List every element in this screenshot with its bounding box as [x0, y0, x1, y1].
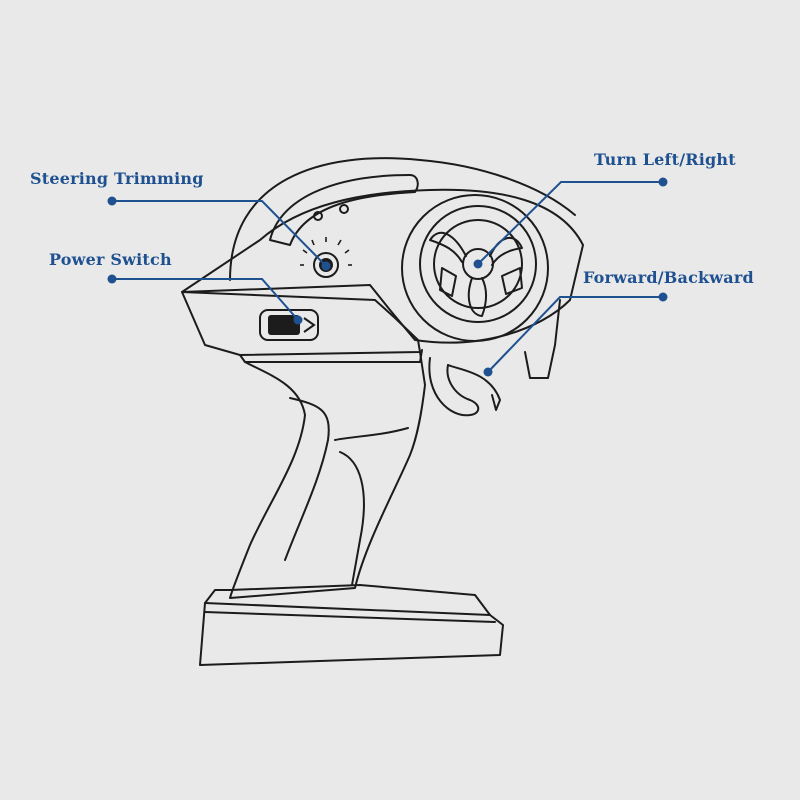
callout-line-power	[112, 278, 299, 321]
callout-dot-turn-end	[473, 259, 483, 269]
indicator-light-2	[339, 204, 349, 214]
controller-base-line	[204, 611, 496, 623]
controller-front-face	[181, 291, 421, 356]
grip-contour	[334, 427, 409, 441]
steering-wheel-outer	[401, 194, 549, 342]
callout-dot-turn-start	[658, 177, 668, 187]
label-steering-trimming: Steering Trimming	[30, 169, 204, 188]
steering-wheel-rim	[419, 205, 537, 323]
steering-vent-left	[439, 267, 457, 297]
callout-line-steering	[112, 200, 327, 267]
throttle-trigger-inner	[447, 364, 501, 411]
label-forward-backward: Forward/Backward	[583, 268, 754, 287]
trigger-guard	[524, 299, 561, 379]
power-switch[interactable]	[259, 309, 319, 341]
label-power-switch: Power Switch	[49, 250, 172, 269]
steering-spoke-3	[467, 277, 488, 317]
callout-dot-forward-start	[658, 292, 668, 302]
callout-dots	[107, 177, 668, 377]
controller-handle-arch	[229, 157, 576, 281]
steering-spoke-2	[489, 236, 523, 266]
indicator-light-1	[313, 211, 323, 221]
callouts	[112, 181, 663, 373]
grip-contour-2	[339, 451, 365, 586]
callout-line-forward	[487, 296, 663, 373]
steering-wheel-ring	[433, 219, 523, 309]
label-turn-left-right: Turn Left/Right	[594, 150, 736, 169]
controller-grip	[229, 351, 426, 599]
callout-line-turn	[477, 181, 663, 265]
callout-dot-steering-end	[321, 261, 331, 271]
steering-trim-dial[interactable]	[300, 237, 352, 278]
callout-dot-steering-start	[107, 196, 117, 206]
steering-vent-right	[501, 267, 523, 295]
callout-dot-power-start	[107, 274, 117, 284]
grip-inner-line	[284, 397, 330, 561]
trim-sun-rays-icon	[300, 237, 352, 266]
throttle-trigger	[428, 357, 480, 417]
callout-dot-power-end	[293, 315, 303, 325]
controller-base	[199, 602, 504, 666]
callout-dot-forward-end	[483, 367, 493, 377]
steering-spoke-1	[429, 231, 467, 263]
controller-handle-inner	[269, 174, 419, 246]
